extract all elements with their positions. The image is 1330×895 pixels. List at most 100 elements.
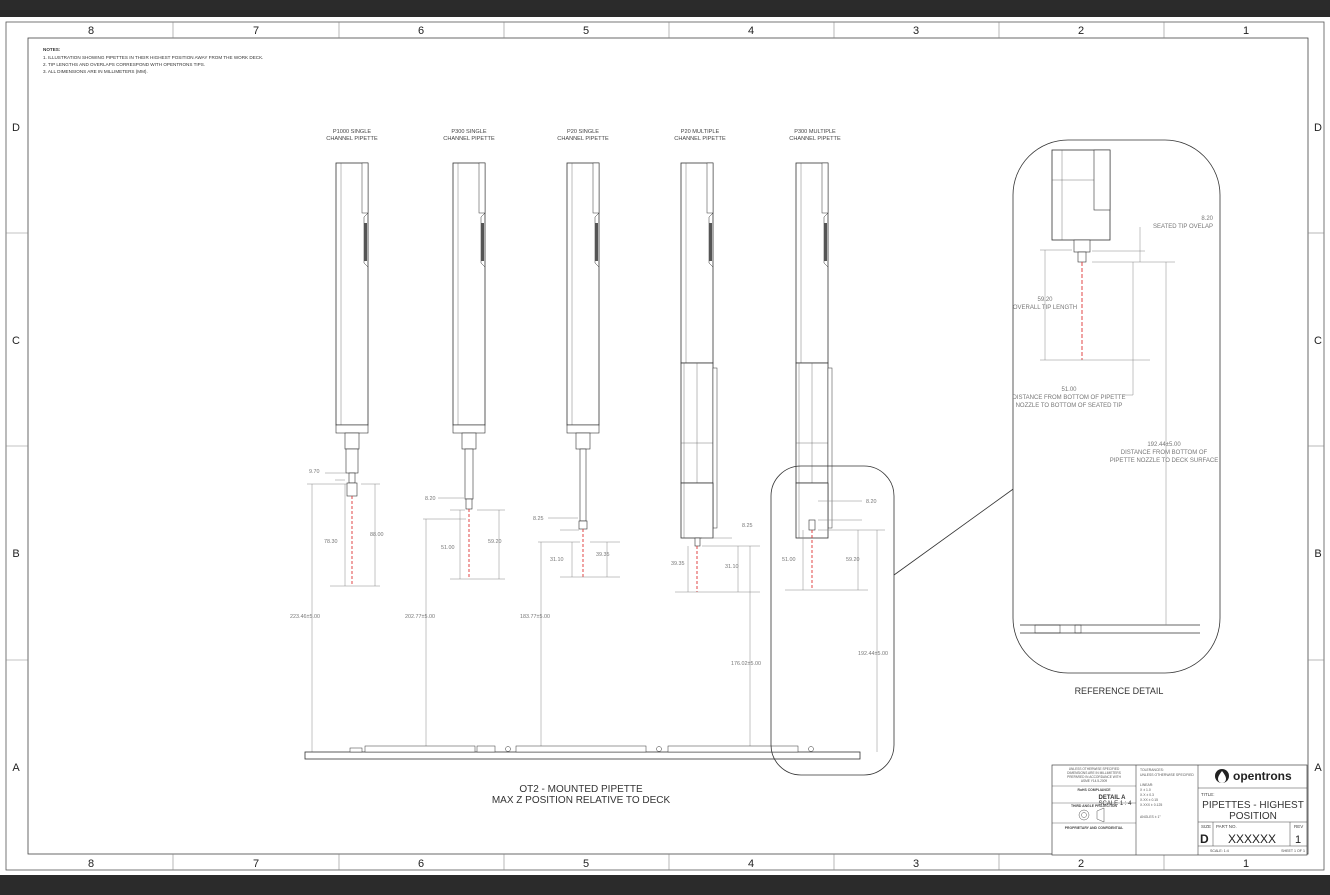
pipette-3-label-line1: P20 SINGLE (567, 129, 599, 135)
scale-text: SCALE: 1:4 (1210, 849, 1229, 853)
sheet-text: SHEET 1 OF 1 (1281, 849, 1305, 853)
pipette-1-total: 88.00 (370, 532, 384, 538)
title-block: opentrons TITLE: PIPETTES - HIGHEST POSI… (1051, 764, 1308, 856)
pipette-1-label-line1: P1000 SINGLE (333, 129, 372, 135)
pipette-p300-single (452, 162, 486, 579)
dims-note-1: UNLESS OTHERWISE SPECIFIED (1069, 767, 1120, 771)
tol-xx: X.X ± 0.3 (1140, 793, 1154, 797)
pipette-3-dims (538, 517, 620, 752)
part-no-label: PART NO. (1216, 824, 1237, 829)
main-caption-line2: MAX Z POSITION RELATIVE TO DECK (492, 795, 671, 806)
revision: 1 (1295, 834, 1301, 846)
detail-a-boundary (770, 465, 895, 776)
pipette-1-label-line2: CHANNEL PIPETTE (326, 136, 378, 142)
dims-note-2: DIMENSIONS ARE IN MILLIMETERS (1067, 771, 1121, 775)
sheet-size: D (1200, 832, 1209, 846)
notes-block: NOTES: 1. ILLUSTRATION SHOWING PIPETTES … (43, 47, 263, 74)
zone-row-a-left: A (12, 762, 20, 774)
ref-deck-label-1: DISTANCE FROM BOTTOM OF (1121, 450, 1208, 456)
zone-col-2-bottom: 2 (1078, 858, 1084, 870)
ref-seat-label-1: DISTANCE FROM BOTTOM OF PIPETTE (1012, 395, 1125, 401)
ref-overlap-label: SEATED TIP OVELAP (1153, 224, 1213, 230)
main-caption-line1: OT2 - MOUNTED PIPETTE (519, 784, 643, 795)
part-number: XXXXXX (1228, 832, 1276, 846)
pipette-2-dims (423, 497, 505, 752)
pipette-2-label-line1: P300 SINGLE (451, 129, 486, 135)
pipette-5-deck: 192.44±5.00 (858, 651, 888, 657)
pipette-1-deck: 223.46±5.00 (290, 614, 320, 620)
zone-row-b-right: B (1314, 548, 1321, 560)
angles-tol: ANGLES ± 1° (1140, 815, 1161, 819)
pipette-p20-multiple (680, 162, 718, 592)
zone-row-d-right: D (1314, 122, 1322, 134)
size-label: SIZE (1201, 824, 1211, 829)
pipette-2-label-line2: CHANNEL PIPETTE (443, 136, 495, 142)
zone-col-4-bottom: 4 (748, 858, 754, 870)
title-label: TITLE: (1201, 792, 1215, 797)
zone-col-5-bottom: 5 (583, 858, 589, 870)
pipette-3-tip-length: 31.10 (550, 557, 564, 563)
zone-col-3-top: 3 (913, 25, 919, 37)
rev-label: REV (1294, 824, 1303, 829)
tol-xxxx: X.XXX ± 0.125 (1140, 803, 1162, 807)
pipette-2-total: 59.20 (488, 539, 502, 545)
linear-label: LINEAR: (1140, 783, 1153, 787)
detail-a-label: DETAIL A (1099, 795, 1127, 801)
zone-col-2-top: 2 (1078, 25, 1084, 37)
note-1: 1. ILLUSTRATION SHOWING PIPETTES IN THEI… (43, 55, 263, 60)
pipette-4-tip-length: 31.10 (725, 564, 739, 570)
tolerances-unless: UNLESS OTHERWISE SPECIFIED (1140, 773, 1194, 777)
pipette-4-overlap: 8.25 (742, 523, 753, 529)
notes-heading: NOTES: (43, 47, 61, 52)
zone-col-5-top: 5 (583, 25, 589, 37)
zone-col-8-bottom: 8 (88, 858, 94, 870)
pipette-2-deck: 202.77±5.00 (405, 614, 435, 620)
dims-note-4: ASME Y14.5-2009 (1081, 779, 1108, 783)
zone-col-6-bottom: 6 (418, 858, 424, 870)
pipette-p20-single (566, 162, 600, 577)
pipette-1-overlap: 9.70 (309, 469, 320, 475)
zone-col-1-top: 1 (1243, 25, 1249, 37)
pipette-5-total: 59.20 (846, 557, 860, 563)
tol-x: X ± 1.0 (1140, 788, 1151, 792)
detail-a-scale: SCALE 1 : 4 (1098, 801, 1132, 807)
pipette-1-dims (307, 472, 380, 752)
zone-row-c-right: C (1314, 335, 1322, 347)
pipette-4-total: 39.35 (671, 561, 685, 567)
zone-col-4-top: 4 (748, 25, 754, 37)
pipette-1-tip-length: 78.30 (324, 539, 338, 545)
pipette-3-label-line2: CHANNEL PIPETTE (557, 136, 609, 142)
rohs-label: RoHS COMPLIANCE (1078, 788, 1112, 792)
zone-col-6-top: 6 (418, 25, 424, 37)
pipette-2-overlap: 8.20 (425, 496, 436, 502)
brand-name: opentrons (1233, 769, 1292, 783)
ref-seat-label-2: NOZZLE TO BOTTOM OF SEATED TIP (1016, 403, 1123, 409)
title-line1: PIPETTES - HIGHEST (1202, 800, 1304, 811)
zone-row-a-right: A (1314, 762, 1322, 774)
tolerances-label: TOLERANCES: (1140, 768, 1164, 772)
ref-overlap-value: 8.20 (1201, 216, 1213, 222)
tol-xxx: X.XX ± 0.15 (1140, 798, 1158, 802)
zone-col-7-top: 7 (253, 25, 259, 37)
zone-row-b-left: B (12, 548, 19, 560)
ref-tip-value: 59.20 (1037, 297, 1053, 303)
pipette-2-tip-length: 51.00 (441, 545, 455, 551)
proprietary-label: PROPRIETARY AND CONFIDENTIAL (1065, 826, 1123, 830)
reference-detail (1012, 139, 1221, 674)
zone-row-d-left: D (12, 122, 20, 134)
zone-row-c-left: C (12, 335, 20, 347)
work-deck (304, 745, 861, 760)
pipette-5-dims (785, 500, 885, 752)
note-2: 2. TIP LENGTHS AND OVERLAPS CORRESPOND W… (43, 62, 205, 67)
pipette-3-overlap: 8.25 (533, 516, 544, 522)
zone-col-1-bottom: 1 (1243, 858, 1249, 870)
ref-deck-value: 192.44±5.00 (1147, 442, 1181, 448)
reference-detail-dims (1040, 227, 1175, 625)
pipette-4-label-line1: P20 MULTIPLE (681, 129, 720, 135)
ref-seat-value: 51.00 (1061, 387, 1077, 393)
dims-note-3: PREPARED IN ACCORDANCE WITH (1067, 775, 1121, 779)
pipette-4-deck: 176.02±5.00 (731, 661, 761, 667)
zone-col-8-top: 8 (88, 25, 94, 37)
